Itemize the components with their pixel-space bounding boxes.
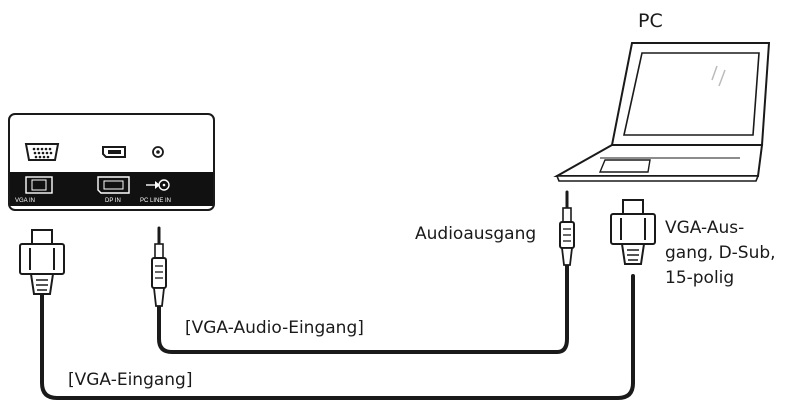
audio-jack-icon bbox=[559, 190, 575, 266]
vga-output-label-line3: 15-polig bbox=[665, 268, 735, 288]
vga-input-label: [VGA-Eingang] bbox=[68, 370, 193, 390]
vga-port-icon bbox=[24, 143, 60, 161]
dp-port-icon bbox=[102, 146, 126, 158]
vga-audio-input-label: [VGA-Audio-Eingang] bbox=[185, 318, 364, 338]
vga-connector-icon bbox=[19, 229, 65, 295]
dp-in-port: DP IN bbox=[97, 176, 130, 204]
audio-jack-icon bbox=[151, 226, 167, 307]
monitor-io-panel: VGA IN DP IN PC LINE IN bbox=[8, 113, 215, 211]
audio-output-label: Audioausgang bbox=[415, 224, 537, 244]
vga-output-label-line1: VGA-Aus- bbox=[665, 218, 745, 238]
pc-label: PC bbox=[638, 10, 663, 32]
laptop-icon bbox=[553, 42, 771, 182]
vga-cable bbox=[40, 274, 635, 400]
vga-in-label: VGA IN bbox=[15, 198, 35, 204]
vga-connector-icon bbox=[610, 199, 656, 265]
vga-in-port: VGA IN bbox=[15, 176, 53, 204]
vga-output-label-line2: gang, D-Sub, bbox=[665, 243, 776, 263]
audio-cable bbox=[157, 263, 569, 354]
audio-port-icon bbox=[152, 146, 164, 158]
dp-in-label: DP IN bbox=[105, 198, 121, 204]
pc-line-in-port: PC LINE IN bbox=[140, 179, 171, 204]
pc-line-in-label: PC LINE IN bbox=[140, 198, 171, 204]
